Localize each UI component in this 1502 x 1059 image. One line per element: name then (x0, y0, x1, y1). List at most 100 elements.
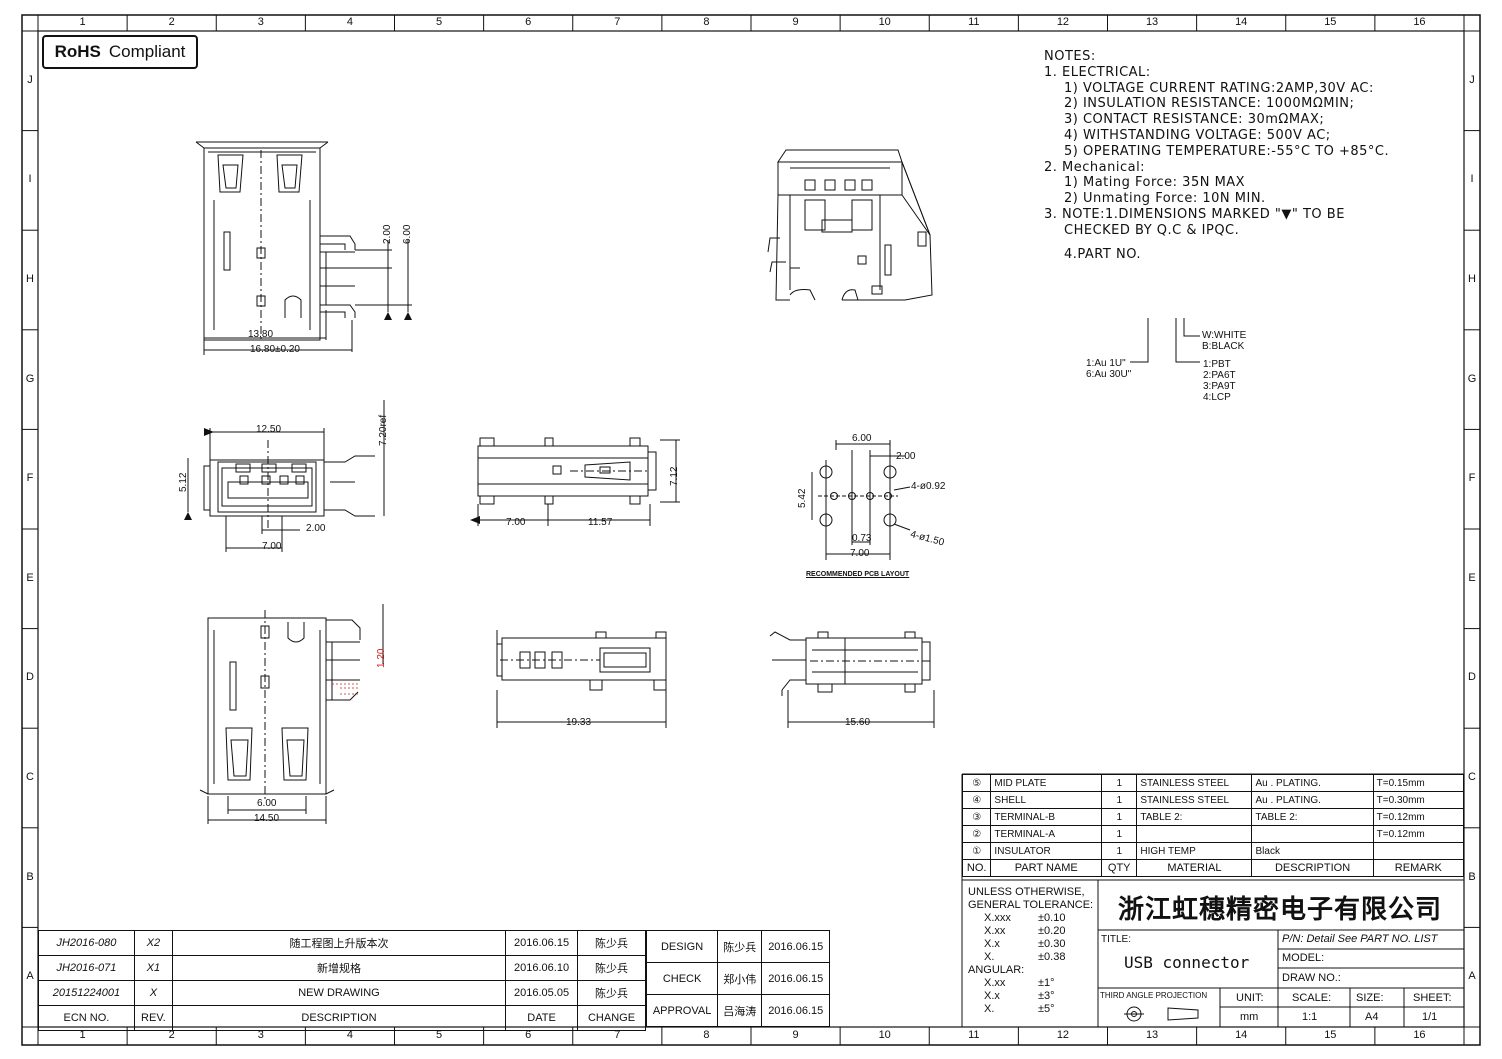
grid-column-label: 6 (525, 16, 532, 28)
dim-label: 2.00 (382, 224, 393, 244)
bom-cell-desc: Black (1251, 842, 1374, 860)
plating-code: 1:Au 1U" 6:Au 30U" (1086, 358, 1131, 380)
projection-label: THIRD ANGLE PROJECTION (1100, 991, 1208, 1000)
grid-column-label: 15 (1324, 1029, 1337, 1041)
revision-cell-date: 2016.06.15 (505, 930, 579, 956)
scale-value: 1:1 (1302, 1011, 1318, 1023)
bom-cell-no: ③ (961, 808, 992, 826)
revision-cell-ecn: JH2016-071 (38, 955, 135, 981)
front-view (187, 400, 385, 552)
isometric-view (767, 149, 933, 301)
grid-column-label: 13 (1145, 16, 1159, 28)
dim-label: 12.50 (256, 424, 282, 435)
note-line: 3. NOTE:1.DIMENSIONS MARKED "▼" TO BE (1044, 206, 1345, 222)
grid-row-label: F (26, 472, 34, 485)
dim-label: 6.00 (257, 798, 277, 809)
revision-cell-date: 2016.06.10 (505, 955, 579, 981)
note-line: 2. Mechanical: (1044, 159, 1146, 175)
bom-cell-material: STAINLESS STEEL (1136, 791, 1253, 809)
grid-column-label: 12 (1056, 16, 1070, 28)
pcb-layout (811, 440, 911, 560)
dim-label: 7.00 (850, 548, 870, 559)
bom-header-qty: QTY (1101, 859, 1138, 877)
revision-cell-change: 陈少兵 (577, 930, 646, 956)
dim-label: 2.00 (896, 451, 916, 462)
bom-cell-remark: T=0.12mm (1372, 825, 1465, 843)
part-number: P/N: Detail See PART NO. LIST (1282, 933, 1438, 945)
grid-column-label: 3 (257, 16, 264, 28)
revision-cell-rev: X2 (133, 930, 173, 956)
part-no-callout (1130, 318, 1200, 363)
grid-column-label: 8 (703, 1029, 710, 1041)
revision-header-date: DATE (505, 1005, 579, 1031)
tolerance-row: X.xx±0.20 (984, 925, 1066, 937)
grid-row-label: G (25, 372, 35, 385)
dim-label: 11.57 (588, 517, 613, 528)
size-value: A4 (1365, 1011, 1379, 1023)
grid-row-label: F (1468, 472, 1476, 485)
dim-label: 7.00 (506, 517, 526, 528)
grid-row-label: G (1467, 372, 1477, 385)
unit-label: UNIT: (1236, 992, 1264, 1004)
code-line: 1:PBT (1203, 359, 1231, 370)
side-view-right (769, 631, 935, 728)
grid-column-label: 1 (79, 1029, 86, 1041)
bom-cell-remark: T=0.12mm (1372, 808, 1465, 826)
bom-header-no: NO. (961, 859, 992, 877)
bom-cell-name: SHELL (990, 791, 1103, 809)
bom-cell-material: HIGH TEMP (1136, 842, 1253, 860)
grid-column-label: 4 (346, 16, 353, 28)
grid-row-label: A (26, 970, 34, 983)
grid-column-label: 10 (878, 16, 891, 28)
grid-column-label: 3 (257, 1029, 264, 1041)
signoff-name: 陈少兵 (717, 930, 763, 963)
code-line: 4:LCP (1203, 392, 1231, 403)
signoff-role: APPROVAL (645, 994, 719, 1027)
dim-label: 5.12 (178, 472, 189, 492)
grid-column-label: 9 (792, 16, 799, 28)
note-line: 1. ELECTRICAL: (1044, 64, 1151, 80)
bom-cell-name: MID PLATE (990, 774, 1103, 792)
dim-label: 5.42 (797, 488, 808, 508)
dim-label: 16.80±0.20 (250, 344, 300, 355)
bom-cell-qty: 1 (1101, 791, 1138, 809)
bom-header-remark: REMARK (1372, 859, 1465, 877)
tolerance-block: UNLESS OTHERWISE, GENERAL TOLERANCE: X.x… (968, 886, 1093, 1016)
notes-block: NOTES: 1. ELECTRICAL: 1) VOLTAGE CURRENT… (1044, 49, 1389, 262)
grid-row-label: C (1468, 771, 1476, 783)
note-line: 1) VOLTAGE CURRENT RATING:2AMP,30V AC: (1064, 80, 1374, 96)
tolerance-title: GENERAL TOLERANCE: (968, 899, 1094, 911)
draw-no-label: DRAW NO.: (1282, 972, 1341, 984)
bom-cell-no: ④ (961, 791, 992, 809)
bom-cell-desc: Au . PLATING. (1251, 774, 1374, 792)
bom-cell-desc (1251, 825, 1374, 843)
dim-label: 1.20 (376, 648, 387, 668)
size-label: SIZE: (1356, 992, 1384, 1004)
grid-column-label: 11 (968, 1029, 980, 1041)
grid-column-label: 16 (1413, 1029, 1426, 1041)
revision-cell-rev: X1 (133, 955, 173, 981)
code-line: W:WHITE (1202, 330, 1247, 341)
bom-cell-remark: T=0.15mm (1372, 774, 1465, 792)
title-label: TITLE: (1101, 934, 1132, 945)
sheet-value: 1/1 (1422, 1011, 1438, 1023)
revision-cell-desc: NEW DRAWING (171, 980, 507, 1006)
revision-cell-desc: 新增规格 (171, 955, 507, 981)
signoff-role: CHECK (645, 962, 719, 995)
bom-cell-name: TERMINAL-B (990, 808, 1103, 826)
code-line: 1:Au 1U" (1086, 358, 1126, 369)
side-view-top (195, 141, 412, 355)
grid-column-label: 8 (703, 16, 710, 28)
grid-column-label: 4 (346, 1029, 353, 1041)
note-line: 2) Unmating Force: 10N MIN. (1064, 191, 1266, 207)
grid-column-label: 7 (614, 1029, 621, 1041)
side-view-bottom (199, 604, 384, 824)
